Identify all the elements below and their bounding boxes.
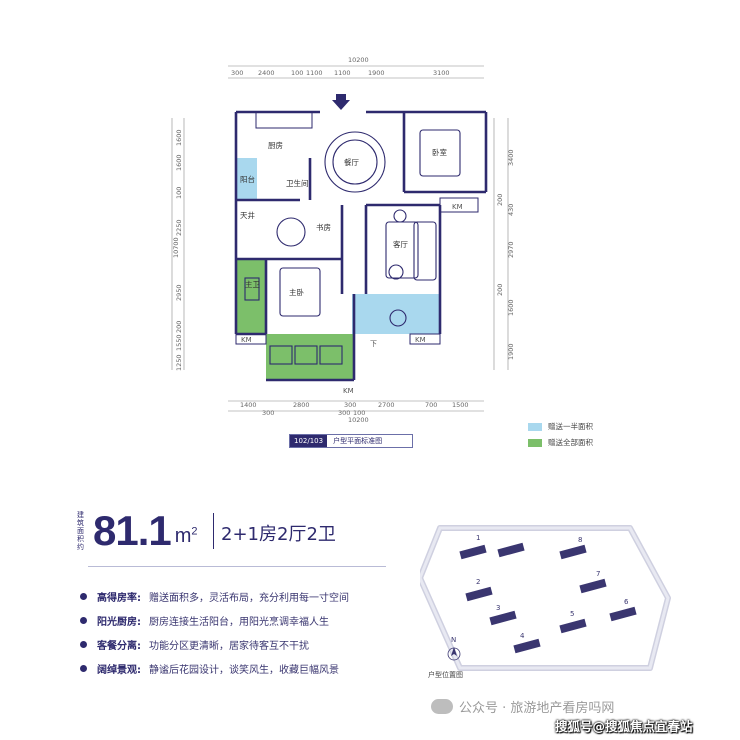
km-label-1: KM	[241, 336, 252, 344]
room-study: 书房	[316, 222, 331, 232]
dim-top-5: 1100	[334, 69, 351, 77]
legend-full: 赠送全部面积	[528, 437, 593, 448]
bullet-icon	[80, 616, 87, 624]
bullet-icon	[80, 640, 87, 648]
dim-bottom-4: 2700	[378, 401, 395, 409]
north-label: N	[451, 636, 456, 644]
site-plan-label: 户型位置图	[428, 671, 463, 679]
plan-code: 102/103	[290, 435, 328, 447]
plan-caption-text: 户型平面标准图	[333, 437, 383, 445]
dim-left-5: 2950	[175, 284, 183, 301]
feature-list: 高得房率: 赠送面积多，灵活布局，充分利用每一寸空间 阳光厨房: 厨房连接生活阳…	[80, 584, 410, 680]
dim-left-3: 100	[175, 187, 183, 199]
dim-right-1: 3400	[507, 149, 515, 166]
dim-top-6: 1900	[368, 69, 385, 77]
dim-right-7: 200	[496, 284, 504, 296]
area-value: 81.1	[93, 507, 172, 554]
balcony-small-area	[236, 158, 257, 200]
km-label-2: KM	[415, 336, 426, 344]
dim-left-1: 1600	[175, 129, 183, 146]
building-3: 3	[496, 604, 500, 612]
north-arrow-icon	[447, 647, 461, 661]
feature-item: 阔绰景观: 静谧后花园设计，谈笑风生，收藏巨幅风景	[80, 656, 410, 680]
sohu-watermark: 搜狐号@搜狐焦点宜春站	[555, 719, 693, 734]
dim-top-1: 300	[231, 69, 243, 77]
overall-height: 10700	[172, 237, 180, 258]
building-1: 1	[476, 534, 480, 542]
entrance-arrow-icon	[332, 94, 350, 110]
room-skylight: 天井	[240, 210, 255, 220]
bullet-icon	[80, 592, 87, 600]
bullet-icon	[80, 664, 87, 672]
dim-right-4: 1900	[507, 343, 515, 360]
floor-plan: 10200 300 2400 100 1100 1100 1900 3100 1…	[171, 56, 515, 424]
garden-area	[266, 334, 354, 379]
legend-half: 赠送一半面积	[528, 421, 593, 432]
dim-bottom-6: 1500	[452, 401, 469, 409]
divider	[88, 566, 386, 567]
room-balcony-small: 阳台	[240, 174, 255, 184]
dim-left-4: 2250	[175, 219, 183, 236]
feature-item: 高得房率: 赠送面积多，灵活布局，充分利用每一寸空间	[80, 584, 410, 608]
room-dining: 餐厅	[344, 158, 359, 167]
room-master: 主卧	[289, 287, 304, 297]
site-plan: 1 2 3 4 5 6 7 8 N	[420, 525, 671, 671]
legend-full-swatch	[528, 438, 542, 447]
building-5: 5	[570, 610, 574, 618]
room-kitchen: 厨房	[268, 140, 283, 150]
dim-right-3: 1600	[507, 299, 515, 316]
km-label-4: KM	[343, 387, 354, 395]
dim-right-5: 200	[496, 194, 504, 206]
legend-full-label: 赠送全部面积	[548, 438, 593, 447]
room-living: 客厅	[393, 239, 408, 249]
building-7: 7	[596, 570, 600, 578]
dim-bottom-1: 1400	[240, 401, 257, 409]
overall-width-top: 10200	[348, 56, 369, 64]
area-block: 建筑面积约 81.1 m2	[77, 505, 198, 557]
room-master-bath: 主卫	[245, 279, 260, 289]
dim-bottom-7: 300	[262, 409, 274, 417]
dim-bottom-9: 100	[353, 409, 365, 417]
dim-left-6: 200	[175, 321, 183, 333]
feature-item: 客餐分离: 功能分区更清晰，居家待客互不干扰	[80, 632, 410, 656]
plan-caption: 102/103 户型平面标准图	[289, 434, 413, 448]
dim-bottom-5: 700	[425, 401, 437, 409]
dim-left-7: 1550	[175, 334, 183, 351]
building-6: 6	[624, 598, 629, 606]
area-separator	[213, 513, 214, 549]
building-2: 2	[476, 578, 480, 586]
living-balcony-area	[352, 294, 440, 334]
dim-right-2: 2970	[507, 241, 515, 258]
building-4: 4	[520, 632, 525, 640]
dim-top-7: 3100	[433, 69, 450, 77]
dim-top-4: 1100	[306, 69, 323, 77]
dim-right-6: 430	[507, 204, 515, 216]
overall-width-bottom: 10200	[348, 416, 369, 424]
master-bath-area	[236, 259, 266, 333]
km-label-3: KM	[452, 203, 463, 211]
room-bathroom: 卫生间	[286, 178, 309, 188]
dim-bottom-8: 300	[338, 409, 350, 417]
feature-item: 阳光厨房: 厨房连接生活阳台，用阳光烹调幸福人生	[80, 608, 410, 632]
dim-bottom-2: 2800	[293, 401, 310, 409]
room-bedroom: 卧室	[432, 147, 447, 157]
dim-bottom-3: 300	[344, 401, 356, 409]
wechat-icon	[431, 699, 453, 714]
legend-half-label: 赠送一半面积	[548, 422, 593, 431]
dim-left-8: 1250	[175, 354, 183, 371]
layout-type: 2+1房2厅2卫	[221, 524, 336, 545]
down-label: 下	[370, 340, 377, 348]
dim-top-2: 2400	[258, 69, 275, 77]
dim-top-3: 100	[291, 69, 303, 77]
dim-left-2: 1600	[175, 154, 183, 171]
building-8: 8	[578, 536, 582, 544]
legend-half-swatch	[528, 422, 542, 431]
area-vertical-label: 建筑面积约	[77, 511, 84, 551]
wechat-watermark: 公众号 · 旅游地产看房吗网	[431, 697, 614, 716]
area-unit: m2	[174, 524, 198, 547]
